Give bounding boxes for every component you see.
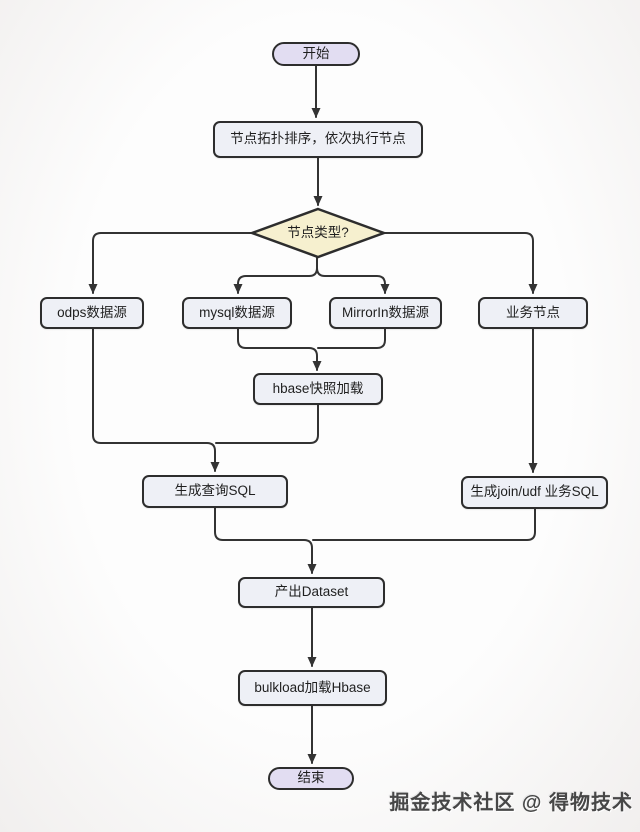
node-generate-query-sql-label: 生成查询SQL	[174, 483, 256, 499]
node-decision-node-type: 节点类型?	[253, 220, 383, 246]
edge-mysql-hbase	[237, 328, 322, 371]
edge-nodetype-mysql	[233, 257, 318, 294]
edge-mirrorin-hbase	[317, 328, 386, 349]
node-hbase-snapshot-load-label: hbase快照加载	[272, 380, 364, 396]
node-mirrorin-source-label: MirrorIn数据源	[342, 304, 429, 320]
node-odps-source-label: odps数据源	[57, 304, 127, 320]
edge-hbase-genquery	[215, 404, 319, 444]
node-generate-query-sql: 生成查询SQL	[142, 475, 288, 508]
node-mysql-source-label: mysql数据源	[199, 304, 275, 320]
node-topo-sort-label: 节点拓扑排序，依次执行节点	[230, 131, 406, 147]
edge-odps-genquery	[92, 328, 220, 472]
node-mirrorin-source: MirrorIn数据源	[329, 297, 442, 329]
node-business-node-label: 业务节点	[506, 304, 560, 320]
node-business-node: 业务节点	[478, 297, 588, 329]
watermark-text: 掘金技术社区 @ 得物技术	[389, 792, 633, 814]
node-end: 结束	[268, 767, 354, 790]
node-hbase-snapshot-load: hbase快照加载	[253, 373, 383, 405]
node-produce-dataset-label: 产出Dataset	[274, 584, 349, 600]
edge-nodetype-biz	[383, 232, 538, 294]
node-end-label: 结束	[297, 770, 325, 786]
decision-diamond-shape	[248, 207, 388, 259]
edge-genquery-dataset	[214, 507, 317, 574]
edge-genjoin-dataset	[312, 508, 536, 541]
edge-nodetype-odps	[88, 232, 253, 294]
node-bulkload-hbase-label: bulkload加载Hbase	[254, 679, 371, 695]
node-start: 开始	[272, 42, 360, 66]
node-odps-source: odps数据源	[40, 297, 144, 329]
node-produce-dataset: 产出Dataset	[238, 577, 385, 608]
node-start-label: 开始	[302, 45, 330, 61]
node-topo-sort: 节点拓扑排序，依次执行节点	[213, 121, 423, 158]
node-generate-join-udf-sql-label: 生成join/udf 业务SQL	[470, 484, 599, 500]
node-generate-join-udf-sql: 生成join/udf 业务SQL	[461, 476, 608, 509]
edge-nodetype-mirrorin	[316, 257, 390, 294]
node-decision-label: 节点类型?	[287, 224, 349, 240]
node-bulkload-hbase: bulkload加载Hbase	[238, 670, 387, 706]
node-mysql-source: mysql数据源	[182, 297, 292, 329]
